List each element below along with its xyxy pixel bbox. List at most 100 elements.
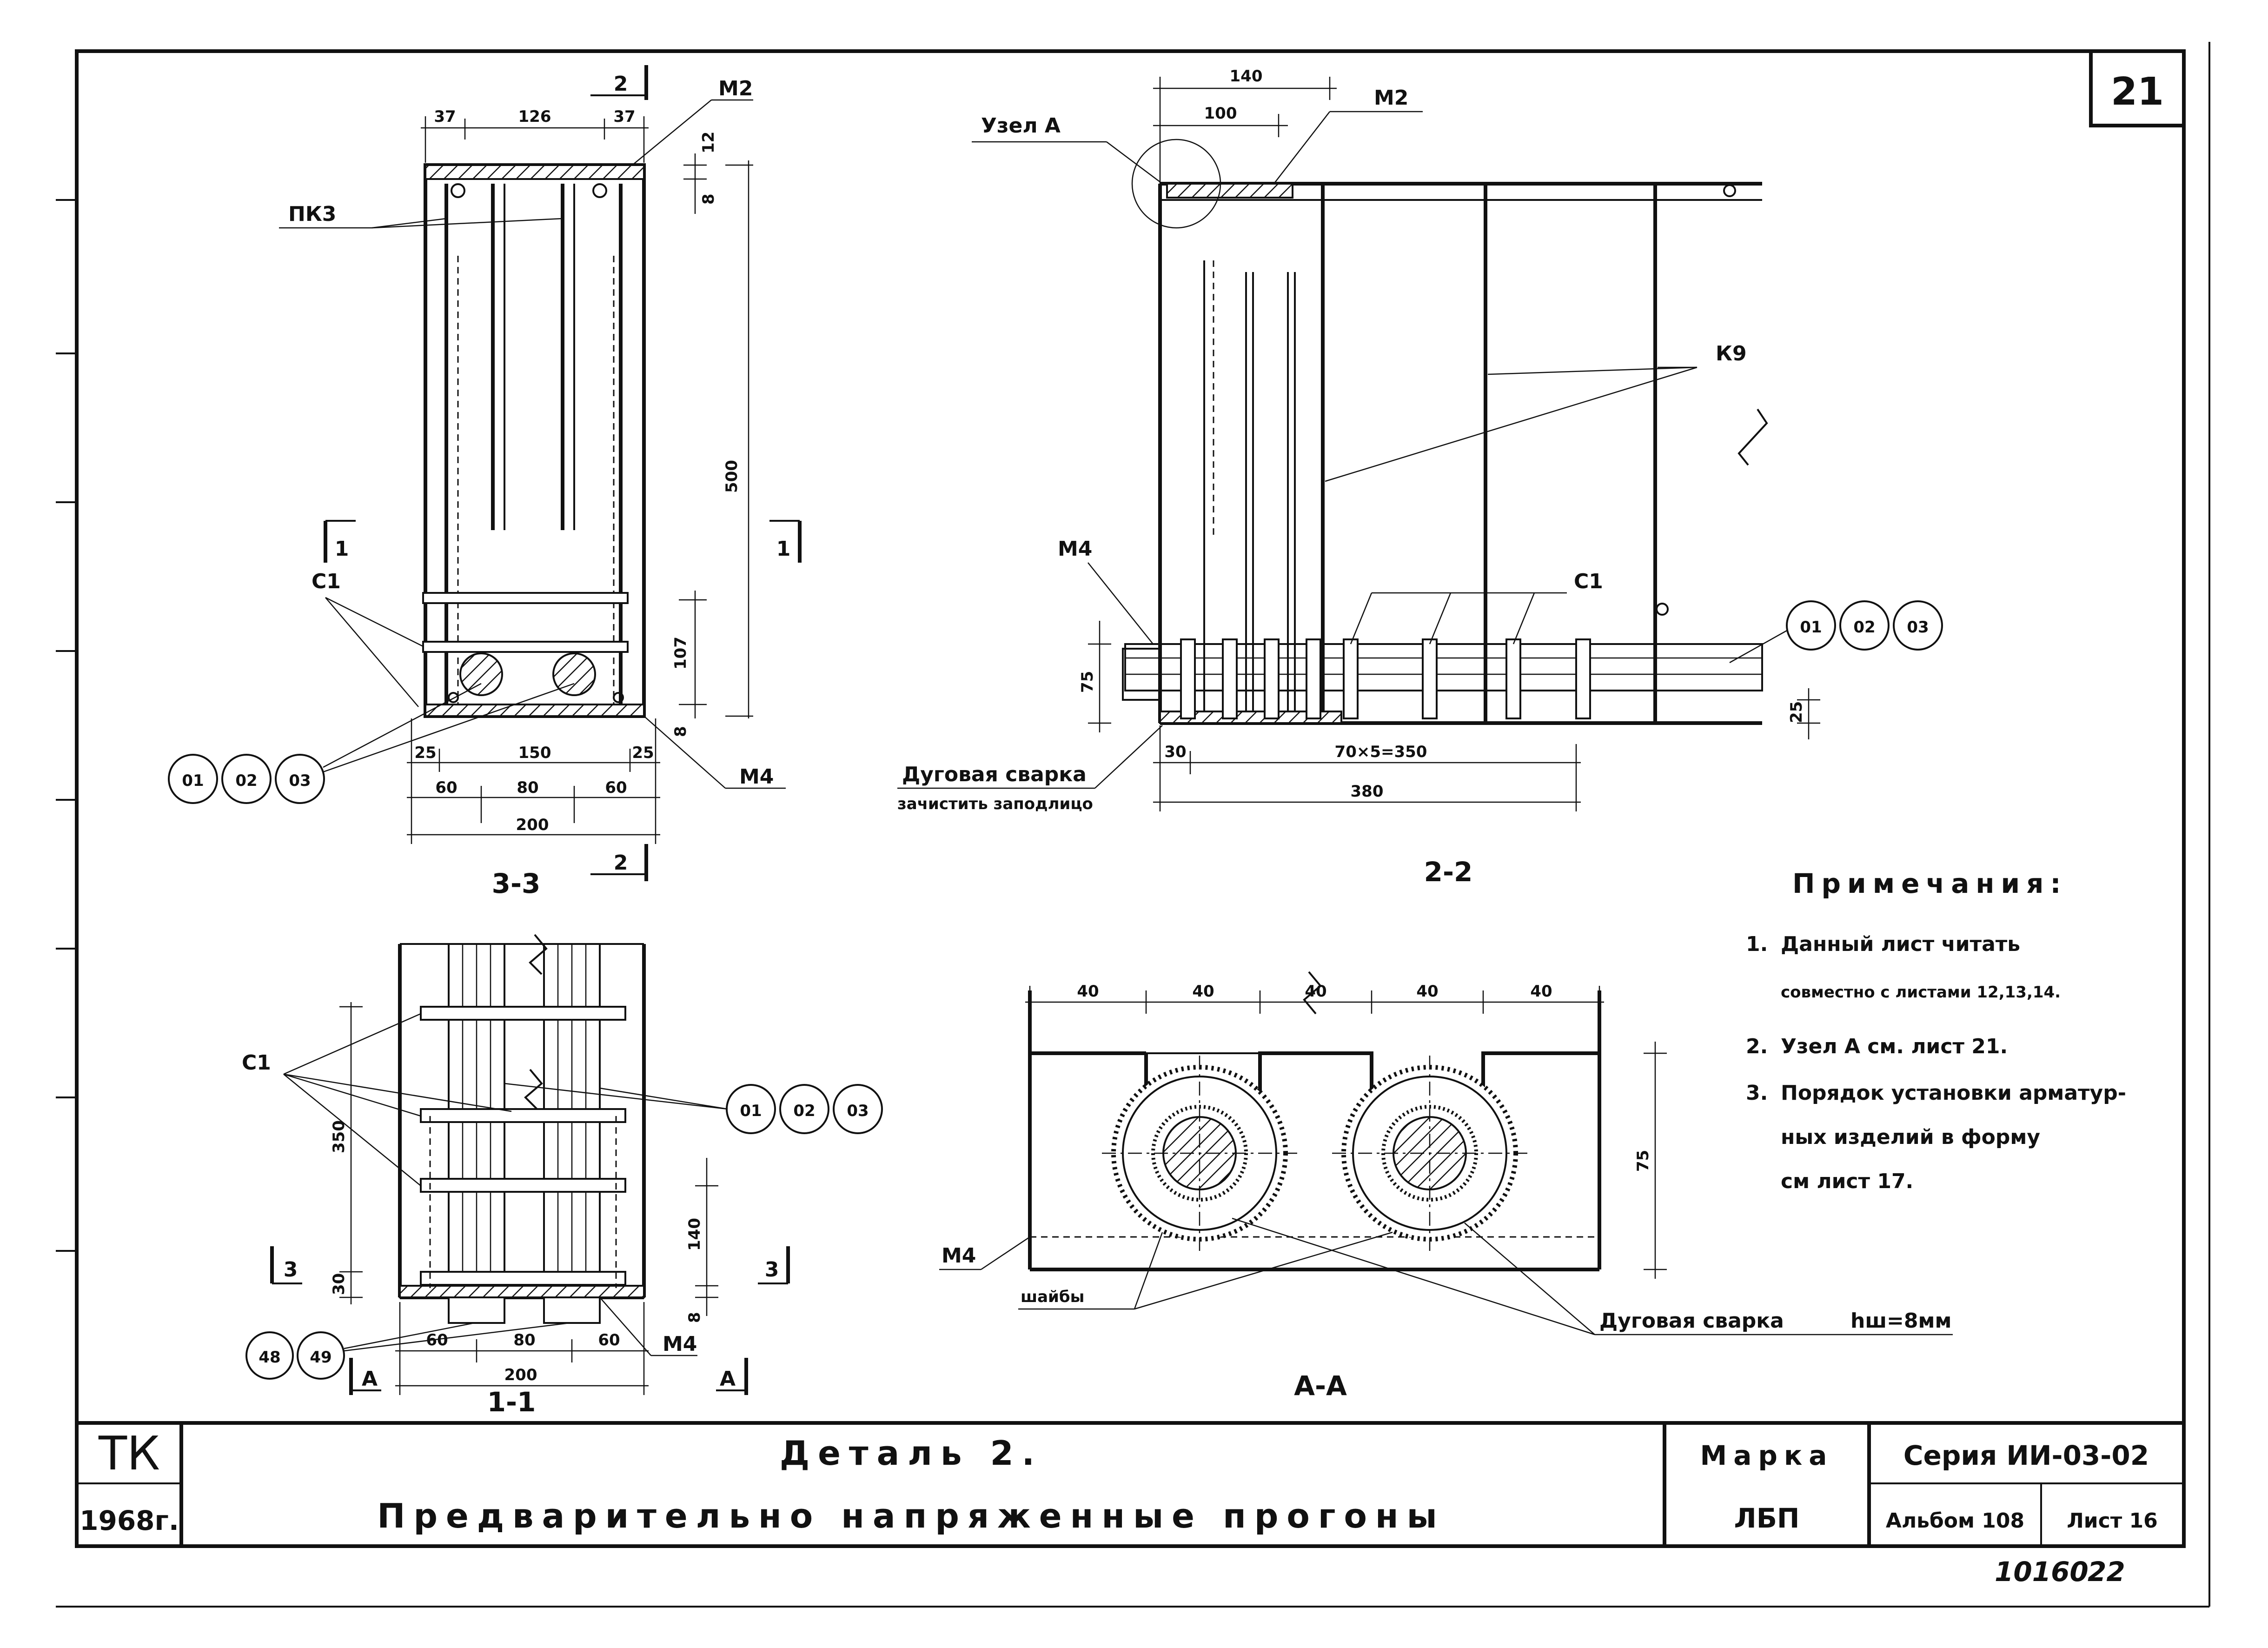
tendon-circle [552,652,596,696]
dim-80: 80 [517,778,538,797]
svg-text:49: 49 [310,1348,332,1367]
dim-25-right: 25 [632,744,654,762]
drawing-title-line2: Предварительно напряженные прогоны [377,1496,1446,1535]
dim-60-a: 60 [426,1331,448,1349]
dim-37-left: 37 [434,107,456,126]
callout-01-02-03-bottom: 01 02 03 [504,1083,883,1134]
stamp-code: ТК [98,1426,160,1481]
view-section-1-1: С1 01 02 03 350 30 140 8 [242,934,883,1418]
dim-200-b: 200 [504,1366,537,1384]
label-washers: шайбы [1021,1288,1084,1306]
view-title-a-a: А-А [1294,1370,1347,1402]
view-title-2-2: 2-2 [1424,856,1473,888]
cut-1-right: 1 [776,537,791,561]
cut-1-left: 1 [335,537,349,561]
view-title-1-1: 1-1 [487,1386,536,1418]
label-m4-right: М4 [1058,537,1092,561]
embedded-plate-m4 [399,1285,645,1298]
dim-8-top: 8 [699,193,718,205]
dim-12: 12 [699,132,718,153]
label-m4-left: М4 [739,765,774,789]
callout-01-02-03-right: 01 02 03 [1729,600,1943,664]
dim-8-c: 8 [685,1312,704,1323]
sheet-top-number: 21 [2111,70,2164,114]
callout-01-02-03-left: 01 02 03 [168,683,575,804]
dim-25: 25 [1787,701,1806,723]
dim-40-3: 40 [1305,982,1326,1001]
svg-text:02: 02 [235,771,257,790]
note-3-line3: см лист 17. [1781,1170,1913,1193]
dim-75-left: 75 [1078,671,1097,693]
label-c1-bottom: С1 [242,1051,271,1075]
dim-200: 200 [516,816,549,834]
tendon-circle [459,652,503,696]
svg-text:48: 48 [259,1348,280,1367]
dim-380: 380 [1351,782,1384,801]
note-2-number: 2. [1746,1035,1768,1058]
dim-150: 150 [518,744,551,762]
label-m4-aa: М4 [942,1244,976,1268]
handwritten-number: 10160 [1995,1556,2089,1588]
svg-text:03: 03 [1907,618,1929,637]
stamp-year: 1968г. [80,1505,179,1536]
svg-text:01: 01 [1800,618,1822,637]
label-m4-bottom: М4 [663,1332,697,1356]
dim-75-aa: 75 [1634,1150,1652,1172]
svg-text:02: 02 [793,1102,815,1120]
dim-80-b: 80 [513,1331,535,1349]
view-section-3-3: 37 126 37 2 М2 ПК3 12 8 500 107 8 1 [168,65,802,899]
dim-140: 140 [1230,67,1263,86]
washer-left [1102,1056,1297,1251]
svg-text:01: 01 [182,771,204,790]
notes-heading: Примечания: [1792,868,2068,899]
label-m2-right: М2 [1374,86,1408,110]
embedded-plate-m4 [424,704,645,717]
cut-a-left: А [362,1367,378,1391]
note-3-line2: ных изделий в форму [1781,1125,2040,1149]
note-2-line1: Узел А см. лист 21. [1781,1035,2008,1058]
cut-3-right: 3 [765,1258,779,1282]
svg-text:03: 03 [289,771,311,790]
note-1-number: 1. [1746,932,1768,956]
cut-2-bottom: 2 [614,851,628,875]
dim-30: 30 [1164,743,1186,761]
label-m2-left: М2 [718,77,753,100]
mark-value: ЛБП [1734,1502,1800,1534]
dim-40-5: 40 [1530,982,1552,1001]
label-c1-right: С1 [1574,570,1603,593]
weld-aa-h: hш=8мм [1850,1309,1951,1333]
dim-60-right: 60 [605,778,627,797]
dim-30-b: 30 [330,1273,348,1295]
label-k9: К9 [1716,342,1747,365]
sheet-frame: 21 [56,42,2210,1608]
embedded-plate-m2 [424,164,645,180]
label-uzel-a: Узел А [981,114,1061,138]
label-c1-left: С1 [312,570,341,593]
svg-text:01: 01 [740,1102,762,1120]
view-title-3-3: 3-3 [492,868,541,899]
dim-37-right: 37 [613,107,635,126]
title-block: ТК 1968г. Деталь 2. Предварительно напря… [77,1421,2184,1588]
svg-text:02: 02 [1853,618,1875,637]
cut-a-right: А [720,1367,736,1391]
dim-100: 100 [1204,104,1237,123]
dim-60-b: 60 [598,1331,620,1349]
note-1-line2: совместно с листами 12,13,14. [1781,983,2061,1002]
album-number: Альбом 108 [1886,1509,2024,1533]
dim-70x5: 70×5=350 [1335,743,1427,761]
svg-text:03: 03 [847,1102,869,1120]
sheet-number: Лист 16 [2067,1509,2158,1533]
note-3-number: 3. [1746,1081,1768,1105]
note-1-line1: Данный лист читать [1781,932,2020,956]
dim-126: 126 [518,107,551,126]
weld-aa: Дуговая сварка [1599,1309,1784,1333]
cut-2-top: 2 [614,72,628,96]
dim-40-1: 40 [1077,982,1099,1001]
dim-40-4: 40 [1416,982,1438,1001]
drawing-title-line1: Деталь 2. [780,1434,1043,1473]
cut-3-left: 3 [284,1258,298,1282]
weld-note-line1: Дуговая сварка [902,763,1087,786]
notes-block: Примечания: 1. Данный лист читать совмес… [1746,868,2126,1193]
mark-label: Марка [1700,1440,1834,1471]
